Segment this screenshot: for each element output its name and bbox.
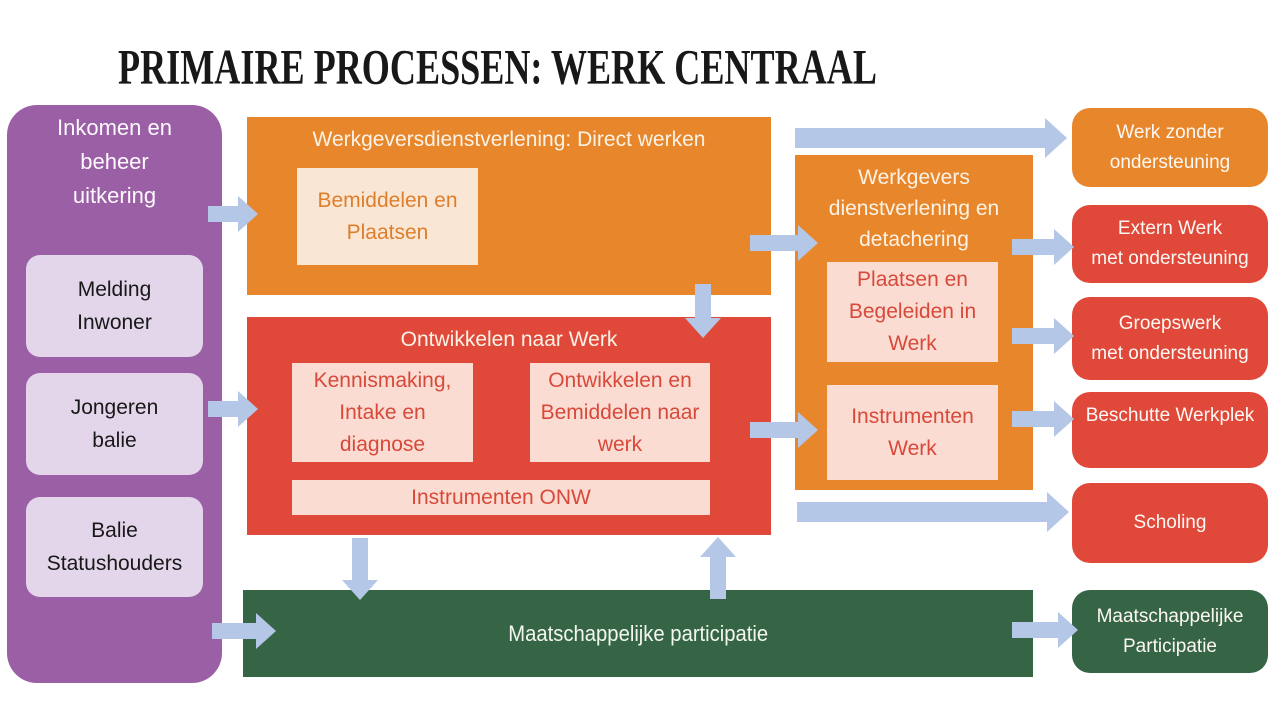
arrow-direct-to-onw-icon (685, 284, 721, 338)
instrumenten-onw-card: Instrumenten ONW (292, 480, 710, 515)
arrow-onw-to-scholing-icon (797, 492, 1069, 532)
income-card-jongeren-balie: Jongeren balie (26, 373, 203, 475)
income-card-balie-statushouders: Balie Statushouders (26, 497, 203, 597)
outcome-maatschappelijke-participatie: Maatschappelijke Participatie (1072, 590, 1268, 673)
arrow-income-to-participatie-icon (212, 613, 276, 649)
arrow-detachering-to-extern-werk-icon (1012, 229, 1074, 265)
arrow-direct-to-detachering-icon (750, 225, 818, 261)
income-card-melding-inwoner: Melding Inwoner (26, 255, 203, 357)
income-column-title: Inkomen en beheer uitkering (57, 115, 172, 208)
direct-werken-title: Werkgeversdienstverlening: Direct werken (312, 128, 706, 151)
participatie-bar-title: Maatschappelijke participatie (508, 620, 768, 646)
arrow-onw-to-detachering-icon (750, 412, 818, 448)
arrow-participatie-to-outcome-icon (1012, 612, 1078, 648)
ontwikkelen-bemiddelen-card: Ontwikkelen en Bemiddelen naar werk (530, 363, 710, 462)
outcome-werk-zonder-ondersteuning: Werk zonder ondersteuning (1072, 108, 1268, 187)
outcome-beschutte-werkplek: Beschutte Werkplek (1072, 392, 1268, 468)
bemiddelen-plaatsen-card: Bemiddelen en Plaatsen (297, 168, 478, 265)
arrow-direct-to-werk-zonder-icon (795, 118, 1067, 158)
arrow-income-to-direct-icon (208, 196, 258, 232)
plaatsen-begeleiden-card: Plaatsen en Begeleiden in Werk (827, 262, 998, 362)
income-column: Inkomen en beheer uitkering Melding Inwo… (7, 105, 222, 683)
detachering-title: Werkgevers dienstverlening en detacherin… (828, 166, 1000, 251)
participatie-bar: Maatschappelijke participatie (243, 590, 1033, 677)
outcome-scholing: Scholing (1072, 483, 1268, 563)
arrow-onw-to-participatie-icon (342, 538, 378, 600)
instrumenten-werk-card: Instrumenten Werk (827, 385, 998, 480)
page-title: PRIMAIRE PROCESSEN: WERK CENTRAAL (118, 41, 877, 96)
outcome-groepswerk: Groepswerk met ondersteuning (1072, 297, 1268, 380)
onw-panel: Ontwikkelen naar Werk Kennismaking, Inta… (247, 317, 771, 535)
arrow-detachering-to-groepswerk-icon (1012, 318, 1074, 354)
outcome-extern-werk: Extern Werk met ondersteuning (1072, 205, 1268, 283)
arrow-detachering-to-beschutte-icon (1012, 401, 1074, 437)
kennismaking-intake-card: Kennismaking, Intake en diagnose (292, 363, 473, 462)
detachering-panel: Werkgevers dienstverlening en detacherin… (795, 155, 1033, 490)
onw-title: Ontwikkelen naar Werk (400, 328, 618, 351)
arrow-participatie-to-onw-icon (700, 537, 736, 599)
direct-werken-panel: Werkgeversdienstverlening: Direct werken… (247, 117, 771, 295)
arrow-income-to-onw-icon (208, 391, 258, 427)
